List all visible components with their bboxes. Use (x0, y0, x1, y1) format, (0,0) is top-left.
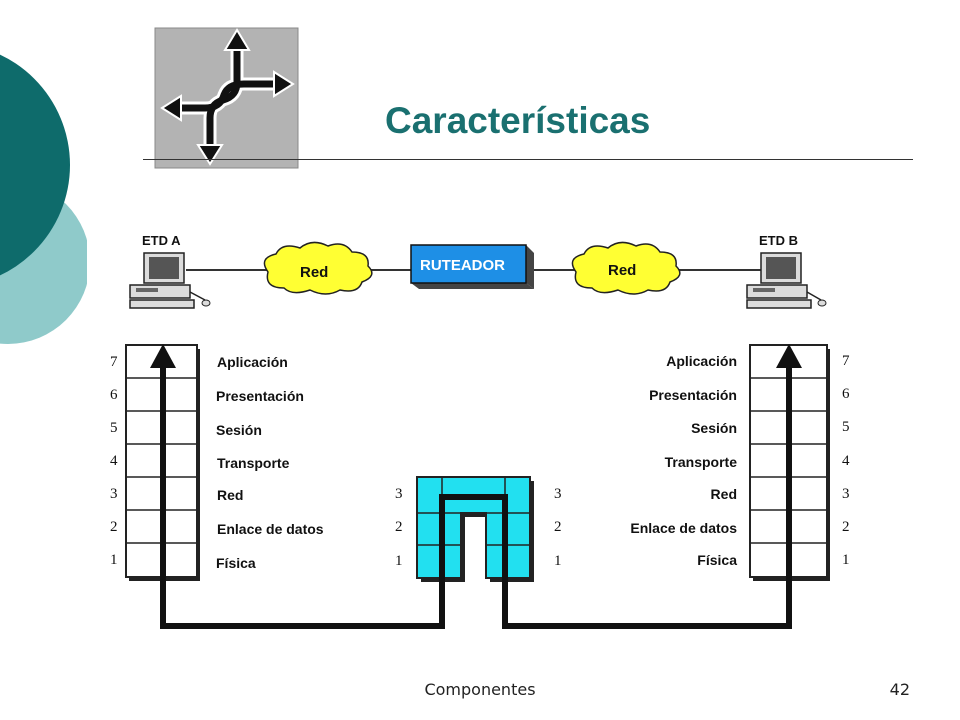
left-layer-name: Red (217, 487, 243, 503)
crossroads-arrows-icon (154, 27, 299, 169)
right-layer-name: Red (711, 486, 737, 502)
right-layer-name: Sesión (691, 420, 737, 436)
left-layer-number: 5 (110, 420, 118, 436)
left-layer-name: Física (216, 555, 256, 571)
left-layer-name: Sesión (216, 422, 262, 438)
right-layer-name: Física (697, 552, 737, 568)
router-layer-number: 3 (395, 486, 403, 502)
right-layer-name: Presentación (649, 387, 737, 403)
right-layer-number: 2 (842, 519, 850, 535)
cloud-right-label: Red (608, 262, 636, 279)
router-layer-stack (416, 476, 534, 582)
left-layer-number: 6 (110, 387, 118, 403)
left-layer-name: Presentación (216, 388, 304, 404)
router-layer-number: 3 (554, 486, 562, 502)
right-layer-number: 6 (842, 386, 850, 402)
right-layer-name: Aplicación (666, 353, 737, 369)
decor-circle-dark (0, 54, 70, 276)
cloud-icon (571, 241, 681, 295)
right-layer-number: 4 (842, 453, 850, 469)
host-a-label: ETD A (142, 233, 181, 248)
right-layer-number: 5 (842, 419, 850, 435)
title-divider (143, 159, 913, 160)
desktop-computer-icon (129, 252, 211, 309)
router-layer-number: 1 (554, 553, 562, 569)
left-layer-name: Transporte (217, 455, 290, 471)
footer-label: Componentes (424, 680, 536, 699)
left-layer-number: 7 (110, 354, 118, 370)
left-layer-number: 4 (110, 453, 118, 469)
router-label: RUTEADOR (420, 257, 505, 274)
left-layer-name: Aplicación (217, 354, 288, 370)
desktop-computer-icon (746, 252, 827, 309)
router-box (410, 244, 534, 289)
cloud-left-label: Red (300, 264, 328, 281)
page-number: 42 (889, 680, 910, 699)
router-layer-number: 1 (395, 553, 403, 569)
left-layer-number: 1 (110, 552, 118, 568)
cloud-icon (263, 241, 373, 295)
host-b-label: ETD B (759, 233, 798, 248)
right-layer-name: Transporte (665, 454, 738, 470)
left-layer-name: Enlace de datos (217, 521, 324, 537)
left-layer-number: 3 (110, 486, 118, 502)
decor-gap (87, 0, 107, 720)
right-layer-name: Enlace de datos (630, 520, 737, 536)
router-layer-number: 2 (554, 519, 562, 535)
data-path (150, 344, 802, 629)
right-layer-number: 1 (842, 552, 850, 568)
slide-title: Características (385, 100, 651, 141)
right-layer-number: 3 (842, 486, 850, 502)
left-layer-number: 2 (110, 519, 118, 535)
right-layer-number: 7 (842, 353, 850, 369)
router-layer-number: 2 (395, 519, 403, 535)
